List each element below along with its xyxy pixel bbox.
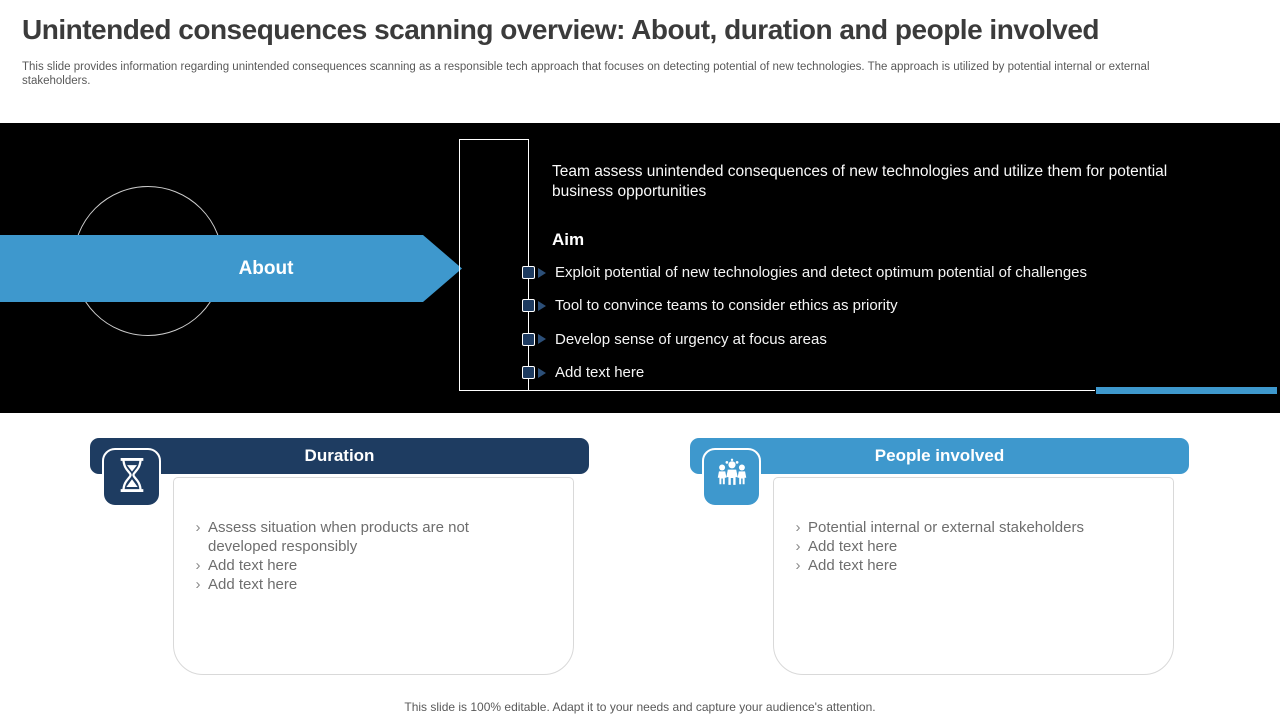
aim-point: Exploit potential of new technologies an… [555, 264, 1088, 282]
aim-point: Add text here [555, 364, 645, 382]
triangle-bullet-icon [538, 300, 546, 311]
accent-bar [1096, 387, 1277, 394]
list-item: › Add text here [788, 537, 1153, 556]
list-item: Add text here [522, 356, 1222, 389]
aim-point: Tool to convince teams to consider ethic… [555, 297, 898, 315]
card-item-text: Potential internal or external stakehold… [808, 519, 1084, 536]
page-title: Unintended consequences scanning overvie… [22, 14, 1100, 45]
square-bullet-icon [522, 266, 535, 280]
triangle-bullet-icon [538, 334, 546, 345]
list-item: › Assess situation when products are not… [188, 518, 553, 556]
about-description: Team assess unintended consequences of n… [552, 163, 1168, 200]
chevron-bullet-icon: › [195, 557, 201, 574]
list-item: Develop sense of urgency at focus areas [522, 323, 1222, 356]
about-label: About [238, 257, 294, 279]
people-card-title: People involved [874, 446, 1005, 465]
square-bullet-icon [522, 332, 535, 346]
list-item: › Add text here [188, 575, 553, 594]
square-bullet-icon [522, 299, 535, 313]
people-icon [714, 458, 750, 497]
card-item-text: Add text here [808, 557, 898, 574]
aim-point: Develop sense of urgency at focus areas [555, 330, 827, 348]
about-banner: About Team assess unintended consequence… [0, 123, 1280, 413]
about-arrow-shape: About [0, 235, 462, 302]
list-item: › Potential internal or external stakeho… [788, 518, 1153, 537]
chevron-bullet-icon: › [795, 519, 801, 536]
card-item-text: Add text here [208, 557, 298, 574]
card-item-text: Add text here [808, 538, 898, 555]
people-card-badge [702, 448, 761, 507]
list-item: Exploit potential of new technologies an… [522, 256, 1222, 289]
hourglass-icon [115, 456, 149, 499]
chevron-bullet-icon: › [195, 519, 201, 536]
list-item: › Add text here [788, 556, 1153, 575]
chevron-bullet-icon: › [795, 538, 801, 555]
divider-line [529, 390, 1095, 391]
duration-card-title: Duration [304, 446, 375, 465]
outline-rectangle [459, 139, 529, 391]
duration-card-body: › Assess situation when products are not… [173, 477, 574, 675]
card-item-text: Add text here [208, 576, 298, 593]
duration-card-header: Duration [90, 438, 589, 474]
triangle-bullet-icon [538, 367, 546, 378]
list-item: Tool to convince teams to consider ethic… [522, 289, 1222, 322]
footer-note: This slide is 100% editable. Adapt it to… [404, 700, 876, 714]
triangle-bullet-icon [538, 267, 546, 278]
aim-list: Exploit potential of new technologies an… [522, 256, 1222, 389]
chevron-bullet-icon: › [195, 576, 201, 593]
aim-heading: Aim [552, 230, 585, 249]
people-card-header: People involved [690, 438, 1189, 474]
slide-subtitle: This slide provides information regardin… [22, 61, 1150, 87]
people-card-body: › Potential internal or external stakeho… [773, 477, 1174, 675]
list-item: › Add text here [188, 556, 553, 575]
square-bullet-icon [522, 366, 535, 380]
chevron-bullet-icon: › [795, 557, 801, 574]
duration-card-badge [102, 448, 161, 507]
card-item-text: Assess situation when products are not d… [208, 519, 469, 555]
